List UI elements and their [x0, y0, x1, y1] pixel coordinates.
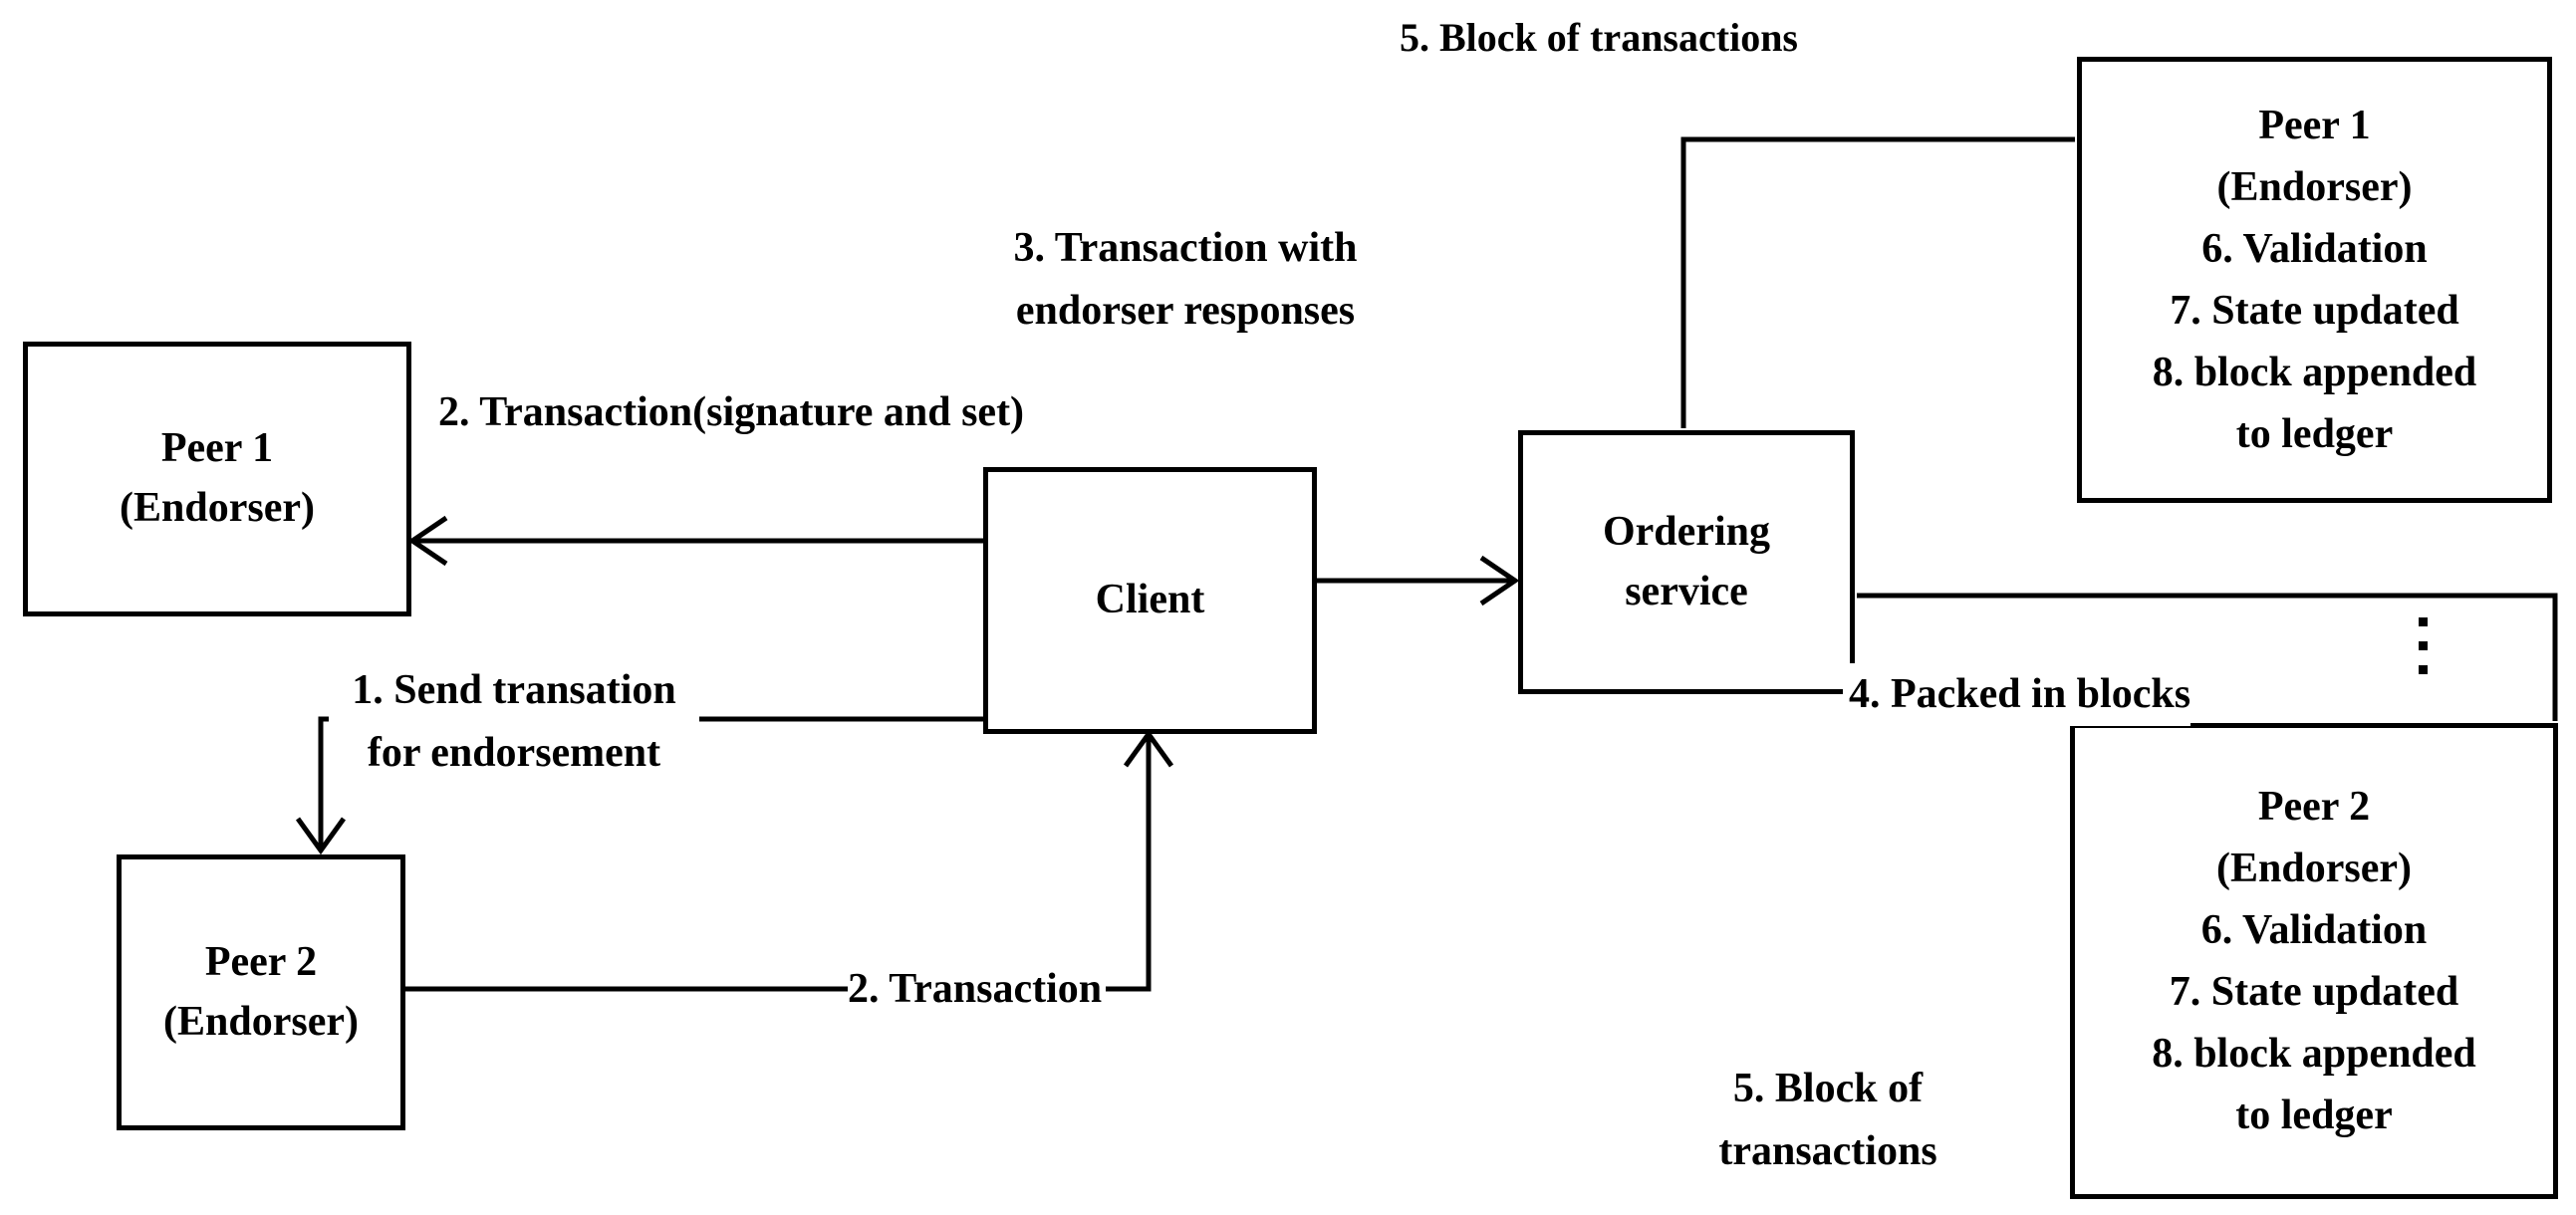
node-label-line: (Endorser) [120, 485, 315, 531]
node-label-line: service [1625, 568, 1748, 614]
vertical-ellipsis-icon [2419, 617, 2428, 674]
arrowhead-up-icon [1123, 729, 1174, 768]
label-step5-block-of-transactions-bottom: 5. Block of transactions [1654, 1058, 2002, 1183]
label-step2-transaction-signature-and-set: 2. Transaction(signature and set) [438, 389, 1025, 435]
label-step3-transaction-with-endorser-responses: 3. Transaction with endorser responses [981, 217, 1390, 343]
label-step2-transaction: 2. Transaction [848, 958, 1107, 1021]
label-step4-packed-in-blocks: 4. Packed in blocks [1843, 663, 2191, 726]
node-label-line: 8. block appended [2152, 1031, 2476, 1078]
label-line: 5. Block of [1732, 1066, 1924, 1111]
node-label-line: 8. block appended [2152, 350, 2477, 396]
node-label-line: 6. Validation [2201, 225, 2428, 272]
node-label-line: Peer 1 [2258, 102, 2371, 148]
label-step5-block-of-transactions-top: 5. Block of transactions [1400, 15, 1798, 60]
label-line: 1. Send transation [352, 667, 676, 713]
ellipsis-dot [2419, 617, 2428, 626]
label-line: transactions [1718, 1128, 1937, 1174]
node-label-line: 7. State updated [2169, 969, 2459, 1015]
node-label-line: (Endorser) [2216, 845, 2412, 891]
node-peer1-endorser-left: Peer 1 (Endorser) [23, 342, 411, 616]
node-label-line: (Endorser) [2216, 163, 2413, 210]
arrowhead-right-icon [1479, 555, 1520, 607]
node-label-line: Ordering [1603, 508, 1770, 555]
node-label-line: (Endorser) [163, 998, 359, 1045]
node-label-line: 6. Validation [2200, 906, 2428, 953]
arrow-peer2-left-to-client [405, 738, 1152, 992]
arrowhead-down-icon [295, 817, 347, 855]
node-label-line: Peer 2 [204, 938, 318, 985]
node-peer1-committer-right: Peer 1 (Endorser) 6. Validation 7. State… [2077, 57, 2552, 503]
label-line: endorser responses [1015, 288, 1356, 334]
label-step1-send-transaction-for-endorsement: 1. Send transation for endorsement [329, 659, 699, 785]
node-ordering-service: Ordering service [1518, 430, 1855, 694]
node-label-line: to ledger [2235, 1093, 2393, 1139]
arrow-client-to-peer2-left [318, 716, 983, 847]
line-ordering-to-peer1-right [1680, 136, 2075, 428]
node-label-line: 7. State updated [2170, 288, 2459, 334]
arrowhead-left-icon [407, 515, 448, 567]
label-line: 3. Transaction with [1013, 225, 1358, 271]
node-client: Client [983, 467, 1317, 734]
node-label-line: Peer 1 [160, 425, 274, 472]
node-peer2-endorser-left: Peer 2 (Endorser) [117, 854, 405, 1130]
line-ordering-to-peer2-right [1857, 593, 2558, 721]
node-peer2-committer-right: Peer 2 (Endorser) 6. Validation 7. State… [2070, 723, 2558, 1199]
ellipsis-dot [2419, 641, 2428, 650]
label-line: for endorsement [367, 730, 661, 776]
ellipsis-dot [2419, 665, 2428, 674]
node-label-line: to ledger [2235, 411, 2394, 458]
node-label-line: Client [1095, 577, 1205, 623]
node-label-line: Peer 2 [2257, 783, 2371, 830]
